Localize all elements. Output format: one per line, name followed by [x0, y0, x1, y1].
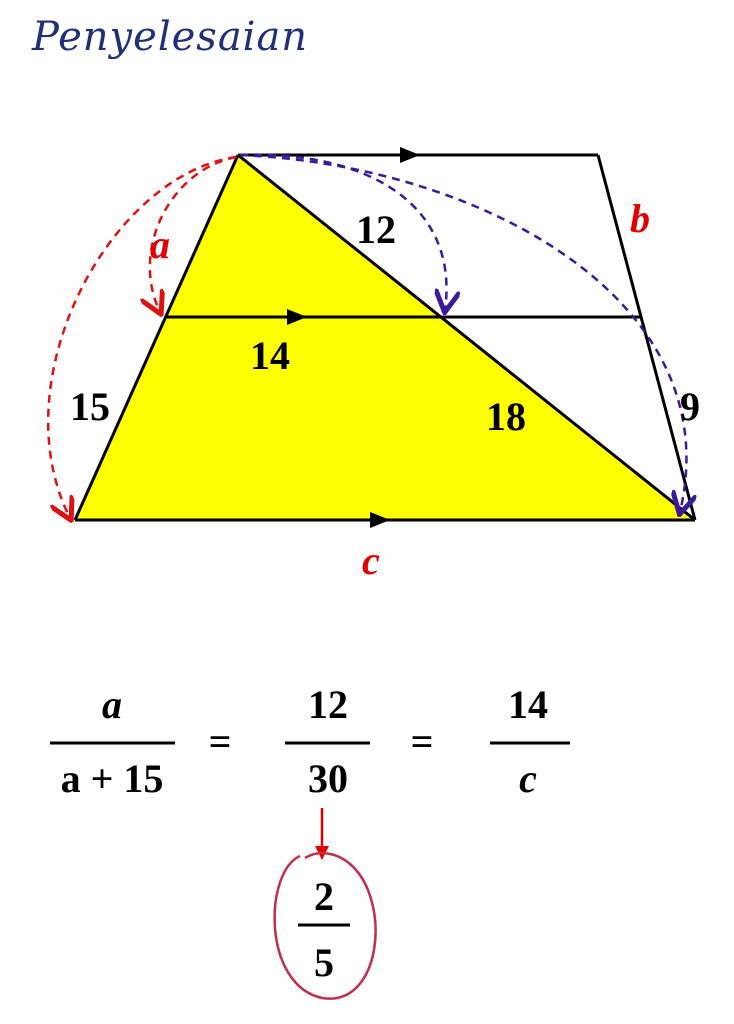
blue-dashed-arc-long — [239, 153, 686, 512]
parallel-arrow-bottom — [370, 512, 390, 528]
label-12: 12 — [356, 207, 396, 252]
fraction3-numerator: 14 — [508, 682, 548, 727]
label-9: 9 — [680, 384, 700, 429]
fraction1-denominator: a + 15 — [61, 756, 164, 801]
proportion-equation: a a + 15 = 12 30 = 14 c — [50, 682, 570, 801]
label-15: 15 — [70, 384, 110, 429]
parallel-arrow-top — [400, 147, 420, 163]
label-b: b — [630, 196, 650, 241]
parallel-arrow-middle — [287, 309, 307, 325]
left-side — [73, 154, 240, 521]
fraction1-numerator: a — [102, 682, 122, 727]
red-dashed-arc-short — [150, 155, 237, 312]
simplified-fraction-circle — [273, 851, 377, 1000]
label-a: a — [150, 222, 170, 267]
fraction2-numerator: 12 — [308, 682, 348, 727]
blue-dashed-arc-short — [239, 153, 446, 310]
equals-sign-2: = — [411, 719, 434, 764]
fraction2-denominator: 30 — [308, 756, 348, 801]
simplified-numerator: 2 — [314, 874, 334, 919]
label-18: 18 — [486, 394, 526, 439]
right-side — [596, 154, 697, 521]
equals-sign-1: = — [209, 719, 232, 764]
label-c: c — [362, 538, 380, 583]
diagonal-line — [237, 153, 696, 522]
page-title: Penyelesaian — [32, 14, 309, 60]
red-dashed-arc-long — [46, 155, 237, 518]
label-14: 14 — [250, 333, 290, 378]
shaded-triangle — [75, 155, 695, 520]
fraction3-denominator: c — [519, 756, 537, 801]
simplified-denominator: 5 — [314, 940, 334, 985]
